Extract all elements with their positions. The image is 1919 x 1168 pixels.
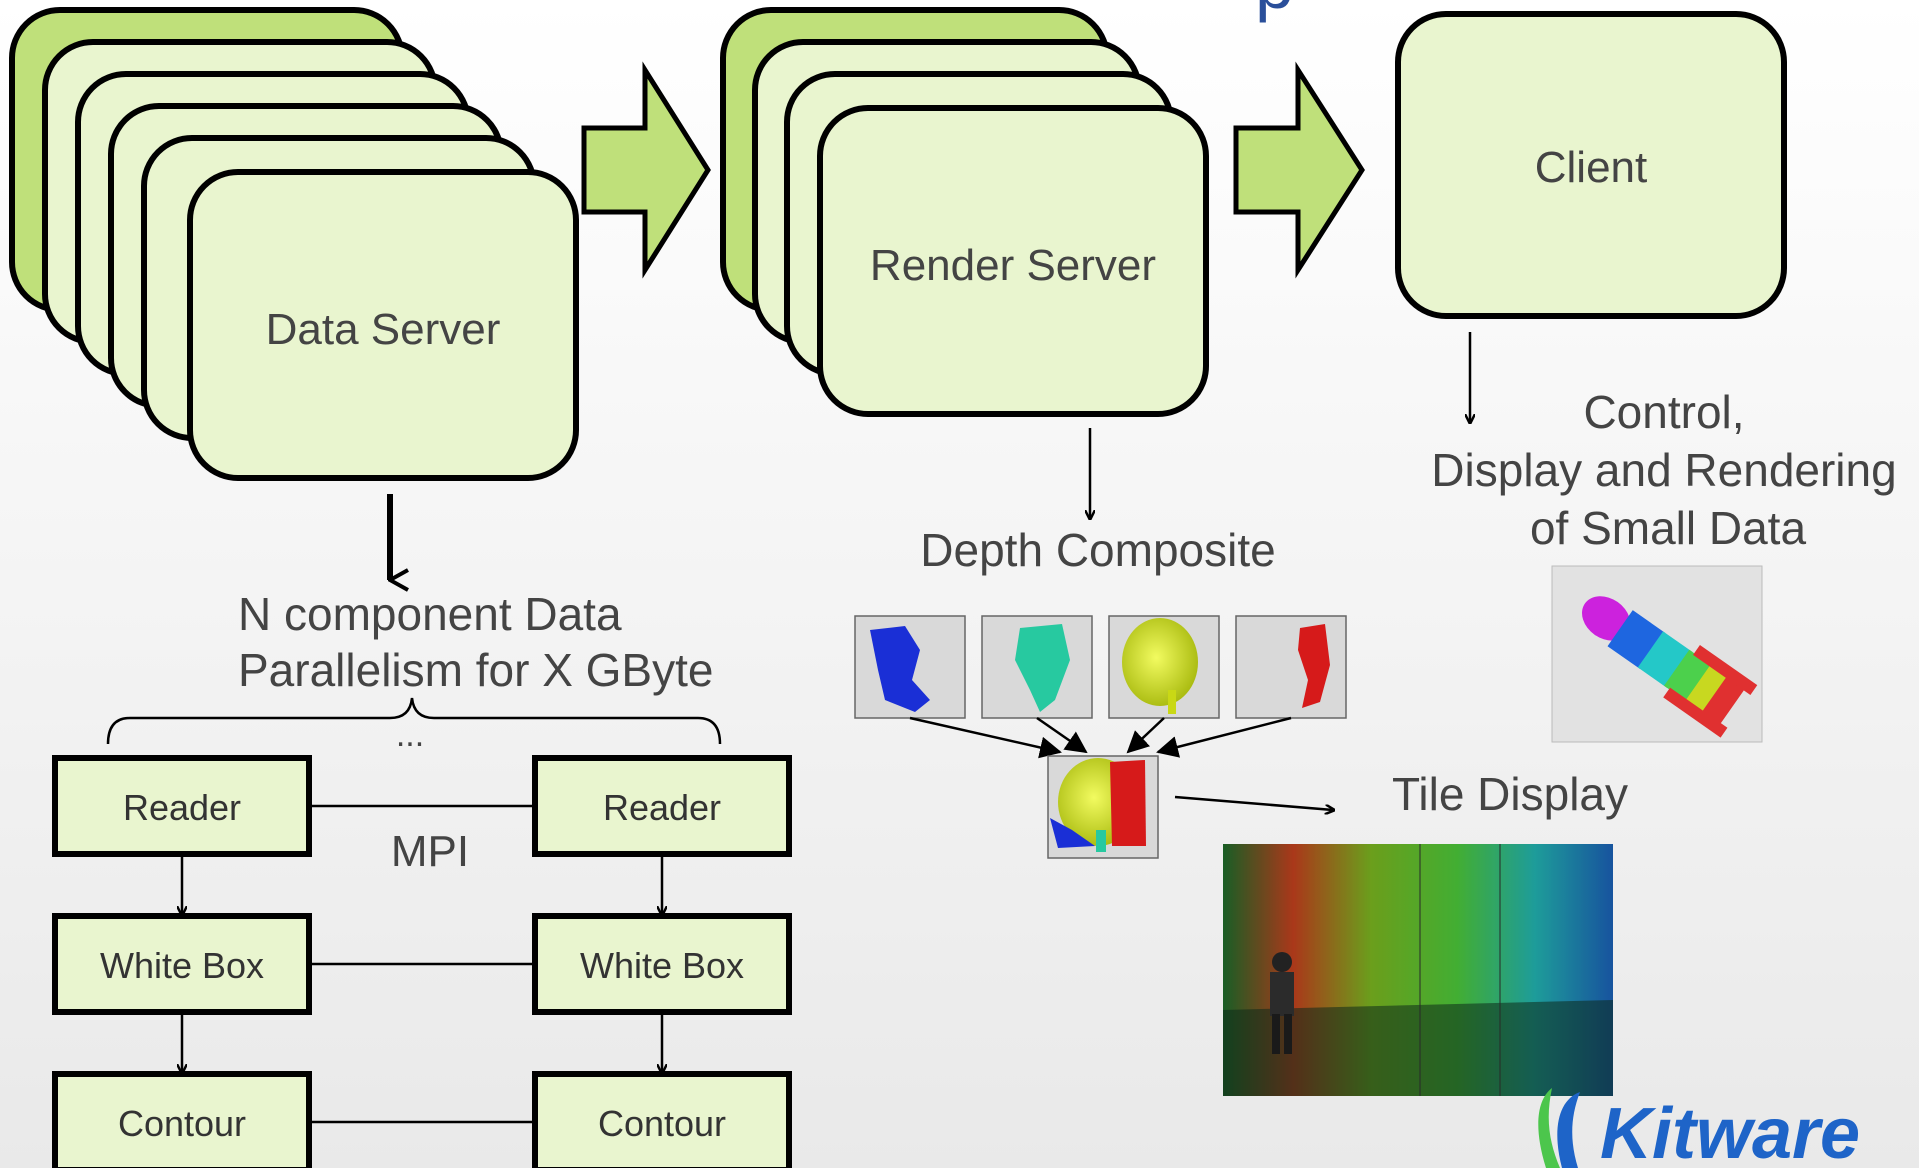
person-head bbox=[1272, 952, 1292, 972]
composite-red-half bbox=[1110, 760, 1146, 846]
composite-stem bbox=[1096, 830, 1106, 852]
title-fragment: p bbox=[1255, 0, 1294, 23]
kitware-logo: Kitware bbox=[1538, 1088, 1860, 1168]
logo-text: Kitware bbox=[1600, 1094, 1860, 1168]
data-parallel-line1: N component Data bbox=[238, 588, 622, 640]
mpi-label: MPI bbox=[391, 827, 469, 876]
node-label: Reader bbox=[123, 787, 241, 828]
logo-swoosh bbox=[1538, 1088, 1560, 1168]
composite-arrow bbox=[1126, 717, 1165, 754]
node-label: Contour bbox=[598, 1103, 726, 1144]
ellipsis: ... bbox=[396, 716, 424, 754]
person-body bbox=[1270, 972, 1294, 1016]
thumbnail-red bbox=[1235, 615, 1347, 719]
logo-swoosh bbox=[1557, 1092, 1580, 1168]
render-server-stack: Render Server bbox=[720, 7, 1209, 417]
small-data-render bbox=[1551, 565, 1763, 743]
render-fragment-yellow bbox=[1122, 618, 1198, 706]
render-fragment-red bbox=[1298, 624, 1330, 708]
pipeline-node-contour-left[interactable] bbox=[52, 1071, 312, 1168]
composite-arrow bbox=[1156, 716, 1292, 758]
render-fragment-yellow-stem bbox=[1168, 690, 1176, 714]
depth-thumbnails bbox=[854, 615, 1347, 719]
tile-display-photo bbox=[1223, 844, 1613, 1096]
node-label: White Box bbox=[580, 945, 744, 986]
composite-arrow bbox=[909, 716, 1062, 759]
pipeline-node-reader-right[interactable] bbox=[532, 755, 792, 857]
render-server-box[interactable] bbox=[817, 105, 1209, 417]
render-fragment-blue bbox=[870, 626, 930, 712]
composite-blue-base bbox=[1050, 818, 1095, 848]
node-label: Reader bbox=[603, 787, 721, 828]
render-fragment-teal bbox=[1015, 624, 1070, 712]
pipeline-node-contour-right[interactable] bbox=[532, 1071, 792, 1168]
rocket-model bbox=[1582, 596, 1758, 738]
client-label: Client bbox=[1535, 143, 1648, 192]
node-label: Contour bbox=[118, 1103, 246, 1144]
grouping-brace bbox=[106, 697, 722, 745]
data-server-box[interactable] bbox=[187, 169, 579, 481]
composite-arrow bbox=[1036, 716, 1088, 754]
client-note-line2: Display and Rendering bbox=[1431, 444, 1896, 496]
tile-display-label: Tile Display bbox=[1392, 768, 1628, 820]
flow-arrow-render-to-client bbox=[1233, 61, 1365, 279]
composite-result bbox=[1047, 755, 1159, 859]
pipeline-node-reader-left[interactable] bbox=[52, 755, 312, 857]
client-note-line3: of Small Data bbox=[1530, 502, 1807, 554]
client-block: Client bbox=[1395, 11, 1787, 319]
data-server-label: Data Server bbox=[266, 305, 501, 354]
person-leg bbox=[1272, 1014, 1280, 1054]
client-box[interactable] bbox=[1395, 11, 1787, 319]
pipeline-right: Reader White Box Contour bbox=[532, 755, 792, 1168]
render-server-label: Render Server bbox=[870, 241, 1156, 290]
tile-display-arrow bbox=[1174, 795, 1333, 810]
pipeline-left: Reader White Box Contour bbox=[52, 755, 312, 1168]
data-server-stack: Data Server bbox=[9, 7, 579, 481]
tile-floor bbox=[1223, 1000, 1613, 1096]
depth-composite-label: Depth Composite bbox=[920, 524, 1275, 576]
data-parallel-line2: Parallelism for X GByte bbox=[238, 644, 713, 696]
client-note-line1: Control, bbox=[1583, 386, 1744, 438]
flow-arrow-data-to-render bbox=[581, 61, 711, 279]
node-label: White Box bbox=[100, 945, 264, 986]
person-leg bbox=[1284, 1014, 1292, 1054]
